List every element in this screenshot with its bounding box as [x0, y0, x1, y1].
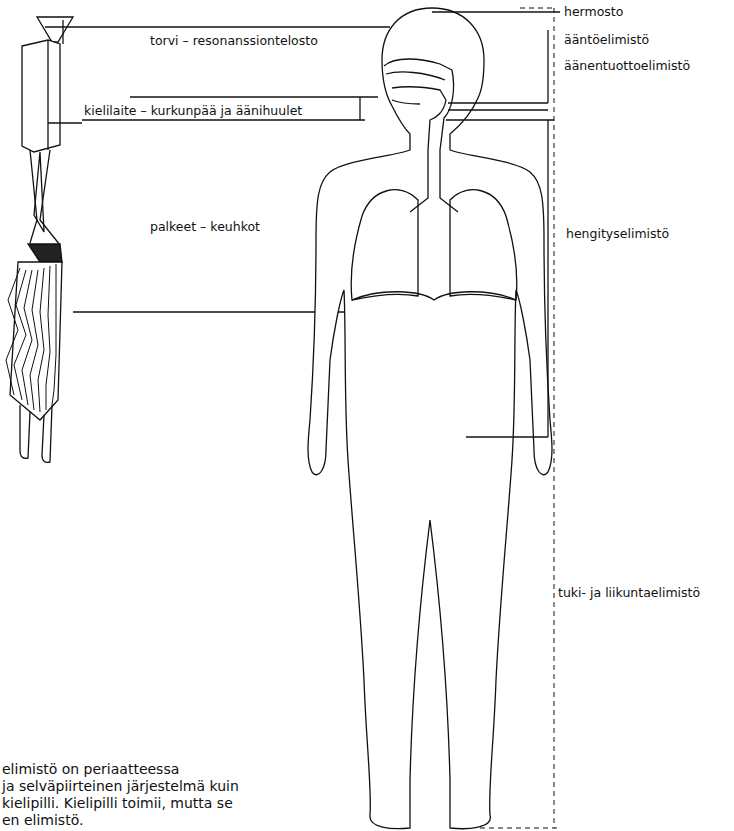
note-line: kielipilli. Kielipilli toimii, mutta se: [0, 795, 235, 812]
part-label: palkeet – keuhkot: [148, 219, 262, 234]
system-label: äänentuottoelimistö: [562, 58, 692, 73]
system-label: hermosto: [562, 4, 625, 19]
note-line: ja selväpiirteinen järjestelmä kuin: [0, 778, 241, 795]
system-label: hengityselimistö: [564, 226, 671, 241]
note-line: elimistö on periaatteessa: [0, 761, 181, 778]
system-label: tuki- ja liikuntaelimistö: [556, 585, 702, 600]
system-label: ääntöelimistö: [562, 32, 651, 47]
part-label: torvi – resonanssiontelosto: [148, 33, 320, 48]
part-label: kielilaite – kurkunpää ja äänihuulet: [82, 103, 304, 118]
note-line: en elimistö.: [0, 812, 85, 829]
